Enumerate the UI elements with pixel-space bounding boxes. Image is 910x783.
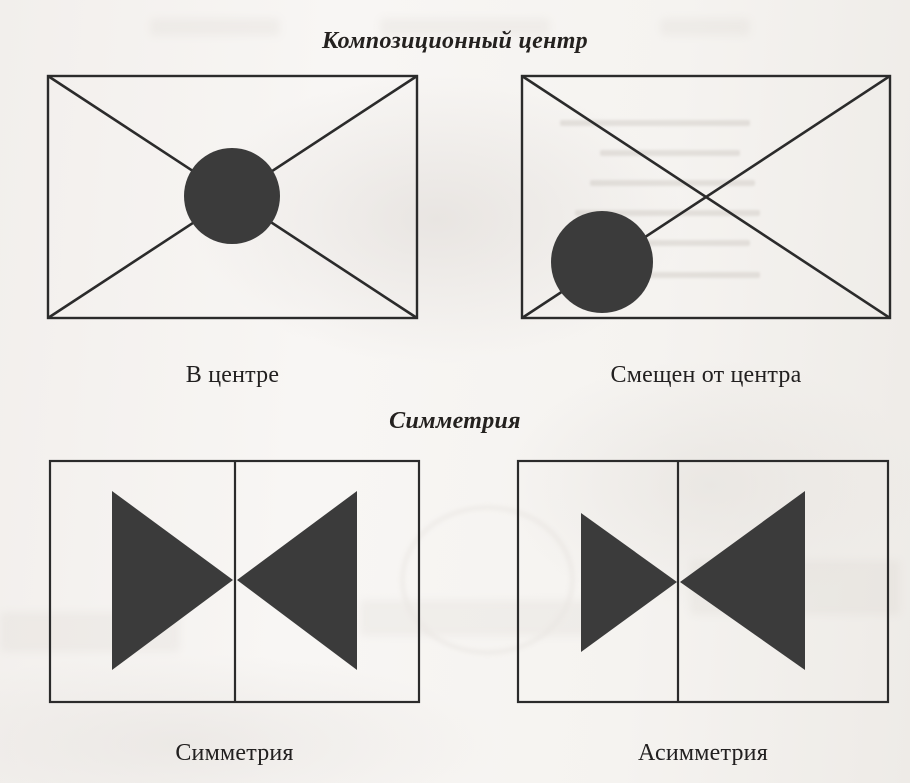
caption-symmetry: Симметрия [175,740,294,766]
filled-triangle-right-icon [581,513,677,652]
caption-centered: В центре [185,362,280,388]
filled-circle-icon [184,148,280,244]
frame-rect [46,74,419,320]
filled-triangle-left-icon [237,491,357,670]
symmetry-diagram [48,459,421,704]
frame-rect [520,74,892,320]
figure-offset-composition [518,72,900,326]
caption-asymmetry: Асимметрия [638,740,768,766]
filled-triangle-right-icon [112,491,233,670]
centered-composition-diagram [46,74,419,320]
asymmetry-diagram [516,459,890,704]
figure-centered-composition [44,72,426,326]
figure-asymmetry [514,457,896,710]
figure-symmetry [46,457,428,710]
section-title-symmetry: Симметрия [389,408,521,434]
filled-circle-icon [551,211,653,313]
frame-rect [516,459,890,704]
offset-composition-diagram [520,74,892,320]
filled-triangle-left-icon [680,491,805,670]
caption-offset: Смещен от центра [610,362,802,388]
section-title-composition-center: Композиционный центр [322,28,588,54]
